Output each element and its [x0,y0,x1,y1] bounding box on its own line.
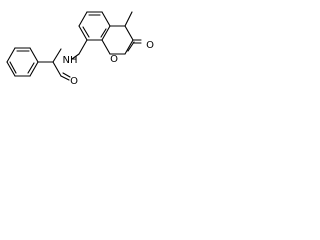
acetamide-linker [37,48,71,81]
structure-diagram: NH O O O [0,0,178,96]
coumarin-lactone-ring [101,11,142,55]
molecule-svg: NH O O O [6,11,154,87]
amide-nh-label: NH [63,55,78,66]
coumarin-benzo-ring [78,11,111,55]
ring-oxygen-label: O [110,54,118,65]
amide-oxygen-label: O [70,76,78,87]
phenyl-ring [6,47,39,77]
carbonyl-oxygen-label: O [146,40,154,51]
n-aryl-bond [71,53,80,60]
